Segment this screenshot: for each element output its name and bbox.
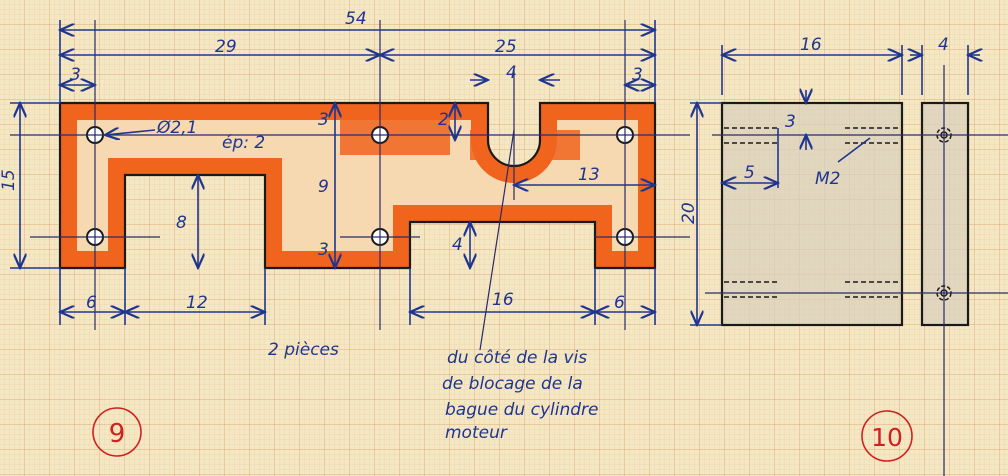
svg-text:9: 9 — [109, 419, 126, 449]
thread-label: M2 — [815, 169, 840, 189]
dim-29: 29 — [215, 37, 237, 57]
note-line-1: du côté de la vis — [447, 348, 587, 368]
threaded-holes — [724, 127, 900, 298]
dim-15: 15 — [0, 169, 19, 191]
dim-20: 20 — [679, 202, 699, 224]
dim-6-right: 6 — [614, 293, 625, 313]
dim-13: 13 — [578, 165, 600, 185]
note-line-4: moteur — [445, 423, 508, 443]
dim-16-width: 16 — [800, 35, 822, 55]
dim-3-hole-offset: 3 — [785, 112, 796, 132]
dim-3-right: 3 — [632, 65, 643, 85]
part-number-10: 10 — [861, 410, 913, 462]
dim-2-slot-depth: 2 — [438, 110, 449, 130]
dim-16: 16 — [492, 290, 514, 310]
dim-6-left: 6 — [86, 293, 97, 313]
dim-8: 8 — [176, 213, 187, 233]
quantity-label: 2 pièces — [268, 340, 339, 360]
dim-9: 9 — [318, 177, 329, 197]
dim-hole-diameter: Ø2,1 — [156, 118, 197, 138]
note-line-2: de blocage de la — [442, 374, 583, 394]
dim-3-left: 3 — [70, 65, 81, 85]
dim-12: 12 — [186, 293, 208, 313]
svg-text:10: 10 — [871, 423, 903, 452]
dim-4-notch: 4 — [452, 235, 463, 255]
part-number-9: 9 — [92, 407, 142, 457]
dim-25: 25 — [495, 37, 517, 57]
note-line-3: bague du cylindre — [445, 400, 598, 420]
dim-5-depth: 5 — [744, 163, 755, 183]
dim-54: 54 — [345, 9, 367, 29]
dim-3-top: 3 — [318, 110, 329, 130]
thickness-label: ép: 2 — [222, 133, 265, 153]
dim-3-bottom: 3 — [318, 240, 329, 260]
dim-4-slot: 4 — [506, 63, 517, 83]
dim-4-thickness: 4 — [938, 35, 949, 55]
